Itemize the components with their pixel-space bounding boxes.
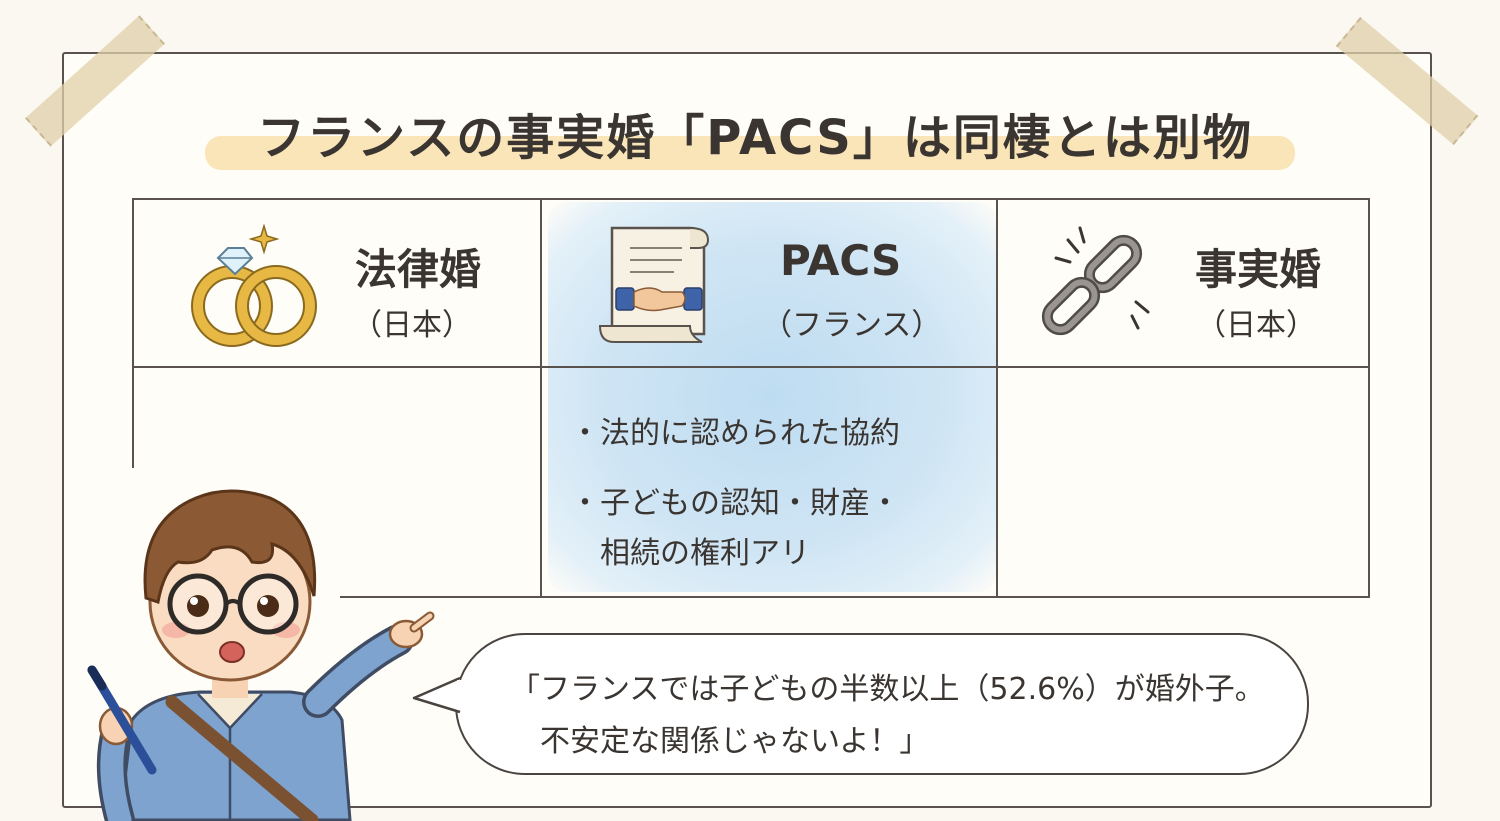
column-subtitle-pacs: （フランス） xyxy=(762,308,942,343)
page-title: フランスの事実婚「PACS」は同棲とは別物 xyxy=(257,110,1253,166)
table-column-divider-2 xyxy=(996,198,998,596)
table-right-border xyxy=(1368,198,1370,596)
broken-chain-icon xyxy=(1041,226,1150,336)
character-with-glasses-pointing xyxy=(87,489,435,821)
column-title-common-law-marriage: 事実婚 xyxy=(1195,245,1322,294)
column-title-legal-marriage: 法律婚 xyxy=(355,245,482,294)
title-highlight xyxy=(205,136,1295,170)
table-top-border xyxy=(132,198,1370,200)
speech-line-2: 不安定な関係じゃないよ！」 xyxy=(510,724,930,759)
wedding-rings-icon xyxy=(191,223,317,347)
column-subtitle-common-law-marriage: （日本） xyxy=(1196,308,1316,343)
pacs-bullet-2: ・子どもの認知・財産・ xyxy=(570,486,900,521)
table-bottom-border xyxy=(340,596,1370,598)
table-column-divider-1 xyxy=(540,198,542,596)
column-subtitle-legal-marriage: （日本） xyxy=(352,308,472,343)
speech-bubble xyxy=(455,633,1309,775)
contract-handshake-icon xyxy=(598,226,710,343)
title-block: フランスの事実婚「PACS」は同棲とは別物 xyxy=(205,96,1305,176)
column-title-pacs: PACS xyxy=(780,236,902,285)
speech-line-1: 「フランスでは子どもの半数以上（52.6%）が婚外子。 xyxy=(510,672,1265,707)
table-left-border xyxy=(132,198,134,468)
speech-bubble-tail xyxy=(412,676,467,714)
table-header-divider xyxy=(132,366,1370,368)
pacs-bullet-1: ・法的に認められた協約 xyxy=(570,416,900,451)
pacs-bullet-2-continued: 相続の権利アリ xyxy=(570,536,810,571)
